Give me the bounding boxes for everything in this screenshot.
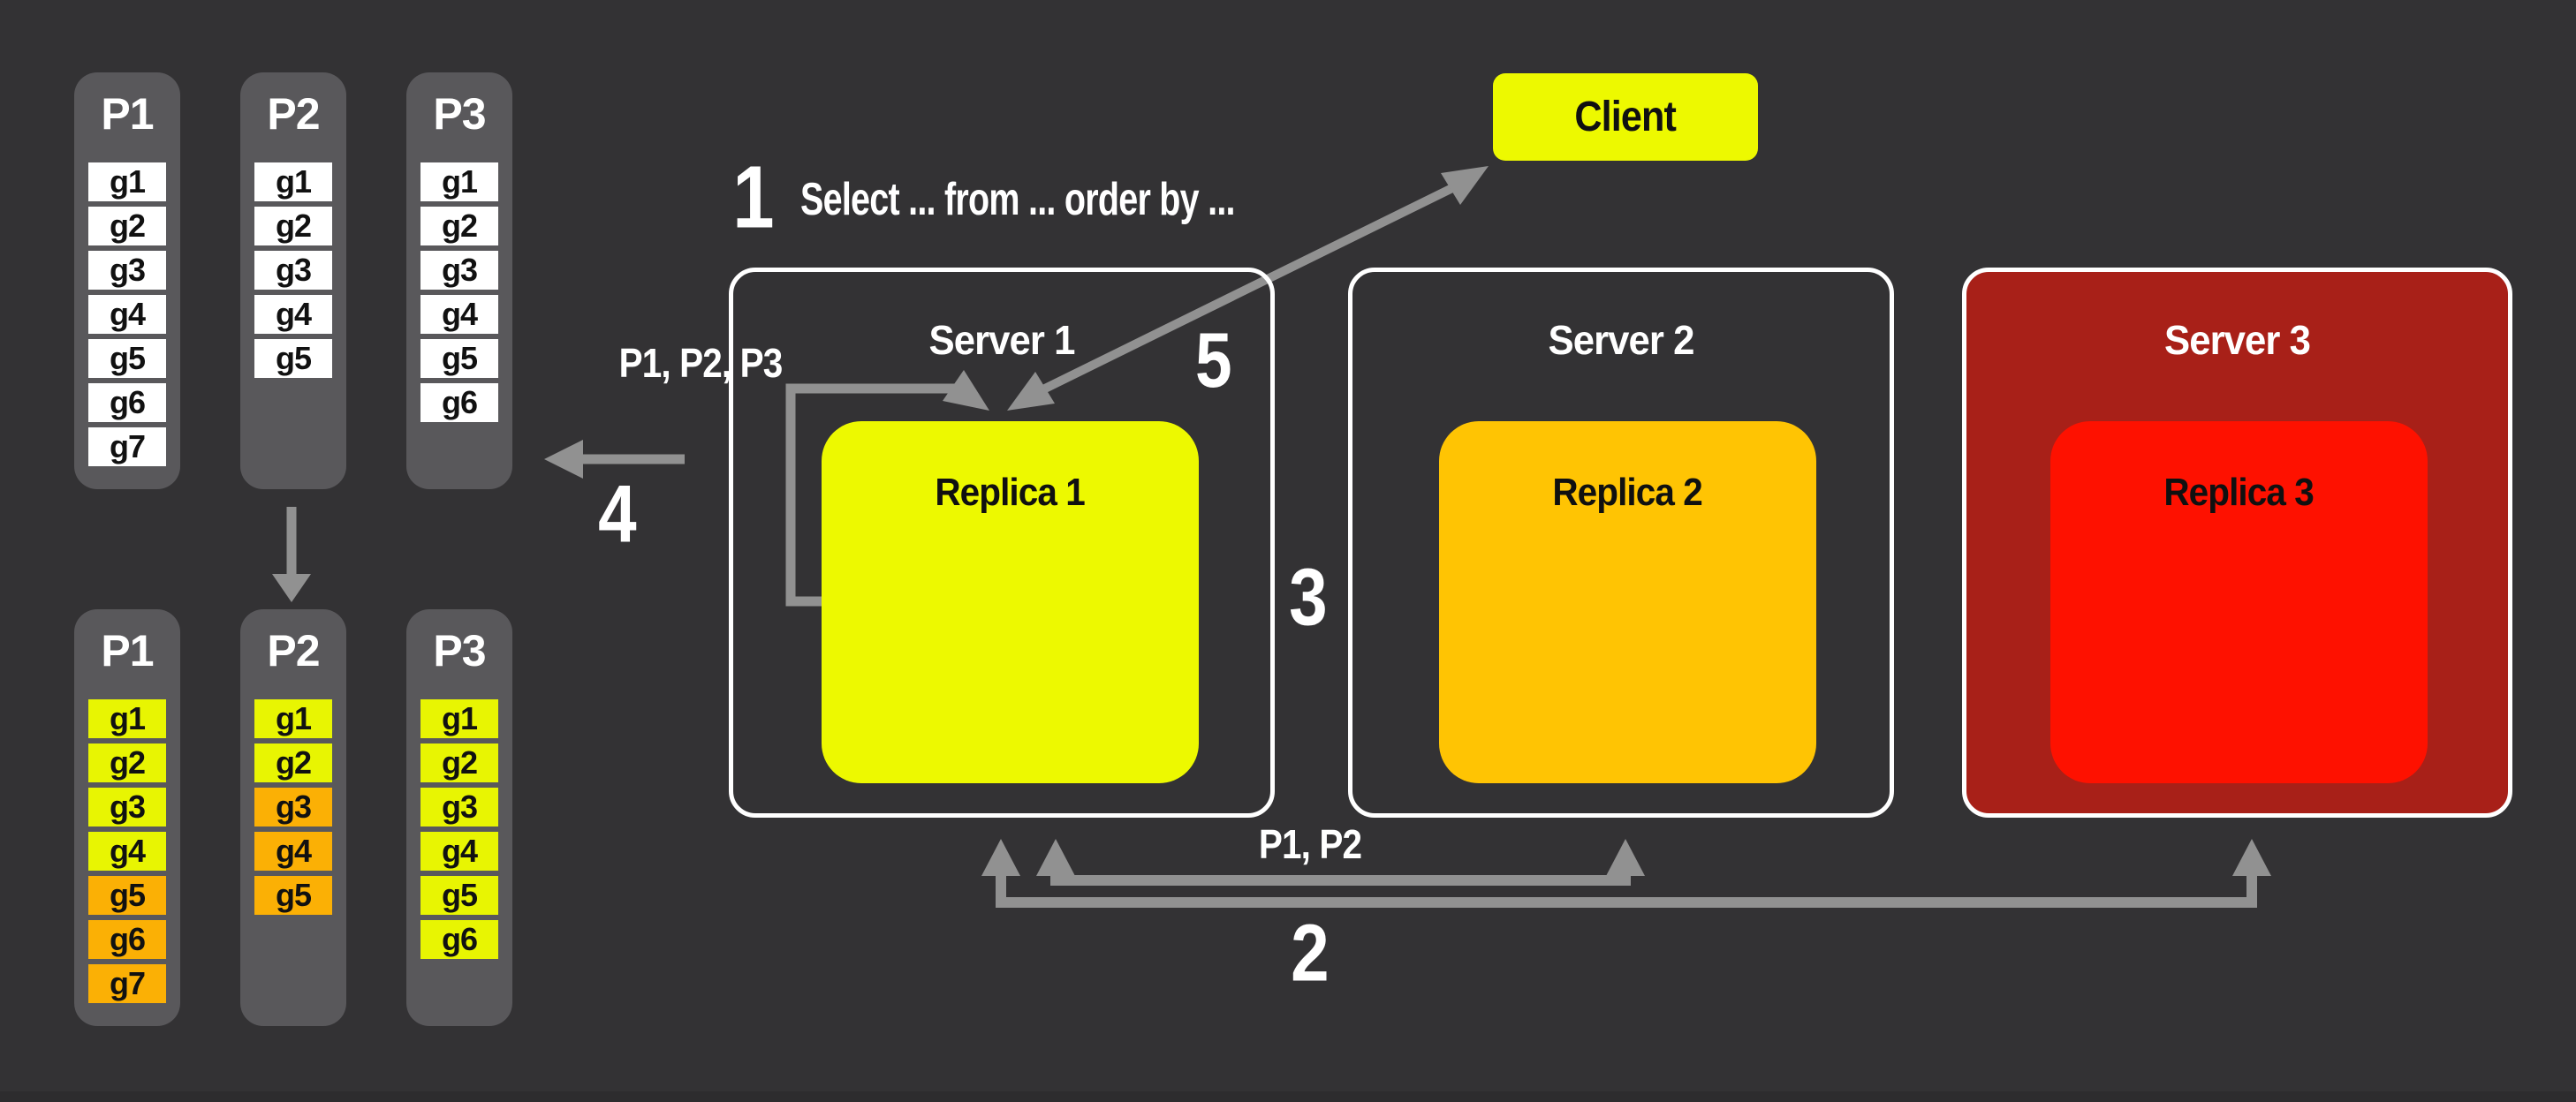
server-1-label: Server 1 [928,317,1076,363]
group-cell-g2: g2 [88,207,166,245]
group-cell-g3: g3 [254,251,332,290]
self-loop-arrow [785,370,989,607]
group-cell-g1: g1 [420,699,498,738]
partition-column-before-p3: P3 g1 g2 g3 g4 g5 g6 [406,72,512,489]
bottom-edge [0,1091,2576,1102]
group-cell-g5: g5 [88,876,166,915]
group-cell-g3: g3 [420,251,498,290]
group-cell-g2: g2 [254,207,332,245]
group-cell-g3: g3 [254,788,332,826]
group-cell-g6: g6 [420,383,498,422]
step5-number: 5 [1195,316,1232,404]
replica-2-label: Replica 2 [1552,471,1703,514]
group-cell-g1: g1 [88,699,166,738]
group-cell-g1: g1 [254,162,332,201]
group-cell-g4: g4 [420,832,498,871]
step3-number: 3 [1289,552,1328,643]
server-3-box: Server 3 Replica 3 [1962,268,2512,818]
group-cell-g1: g1 [420,162,498,201]
replicated-partitions-label: P1, P2 [1258,821,1362,867]
group-cell-g4: g4 [254,832,332,871]
group-cell-g5: g5 [420,876,498,915]
step4-arrow [544,440,685,479]
group-cell-g2: g2 [88,743,166,782]
group-cell-g5: g5 [420,339,498,378]
partition-title: P3 [433,626,486,676]
server-3-label: Server 3 [2164,317,2311,363]
group-cell-g5: g5 [254,339,332,378]
replication-to-server2-arrow [1036,839,1645,886]
replica-1-box: Replica 1 [822,421,1199,783]
group-cell-g3: g3 [88,788,166,826]
group-cell-g2: g2 [420,207,498,245]
replica-2-box: Replica 2 [1439,421,1816,783]
group-cell-g1: g1 [254,699,332,738]
group-cell-g6: g6 [88,920,166,959]
partition-title: P1 [101,89,154,139]
client-label: Client [1574,94,1678,140]
partition-title: P1 [101,626,154,676]
group-cell-g3: g3 [88,251,166,290]
group-cell-g4: g4 [88,832,166,871]
group-cell-g3: g3 [420,788,498,826]
group-cell-g2: g2 [420,743,498,782]
step4-number: 4 [598,469,637,560]
partition-column-before-p2: P2 g1 g2 g3 g4 g5 [240,72,346,489]
group-cell-g6: g6 [88,383,166,422]
step1-number: 1 [732,147,774,247]
replica-1-label: Replica 1 [935,471,1086,514]
group-cell-g5: g5 [88,339,166,378]
group-cell-g5: g5 [254,876,332,915]
group-cell-g6: g6 [420,920,498,959]
client-node: Client [1493,73,1758,161]
partition-title: P3 [433,89,486,139]
replica-3-box: Replica 3 [2050,421,2428,783]
group-cell-g4: g4 [254,295,332,334]
group-cell-g1: g1 [88,162,166,201]
partition-column-after-p3: P3 g1 g2 g3 g4 g5 g6 [406,609,512,1026]
group-cell-g2: g2 [254,743,332,782]
partition-column-before-p1: P1 g1 g2 g3 g4 g5 g6 g7 [74,72,180,489]
partition-title: P2 [267,89,320,139]
query-text: Select ... from ... order by ... [800,174,1236,225]
group-cell-g7: g7 [88,964,166,1003]
group-cell-g7: g7 [88,427,166,466]
server-2-label: Server 2 [1548,317,1695,363]
replica-3-label: Replica 3 [2163,471,2315,514]
replication-to-server3-arrow [981,839,2271,908]
partition-column-after-p1: P1 g1 g2 g3 g4 g5 g6 g7 [74,609,180,1026]
partition-column-after-p2: P2 g1 g2 g3 g4 g5 [240,609,346,1026]
group-cell-g4: g4 [88,295,166,334]
server-2-box: Server 2 Replica 2 [1348,268,1894,818]
partition-title: P2 [267,626,320,676]
rebalance-arrow [272,507,311,602]
server-1-box: Server 1 Replica 1 [729,268,1275,818]
group-cell-g4: g4 [420,295,498,334]
loop-partitions-label: P1, P2, P3 [618,340,784,386]
step2-number: 2 [1291,908,1330,999]
